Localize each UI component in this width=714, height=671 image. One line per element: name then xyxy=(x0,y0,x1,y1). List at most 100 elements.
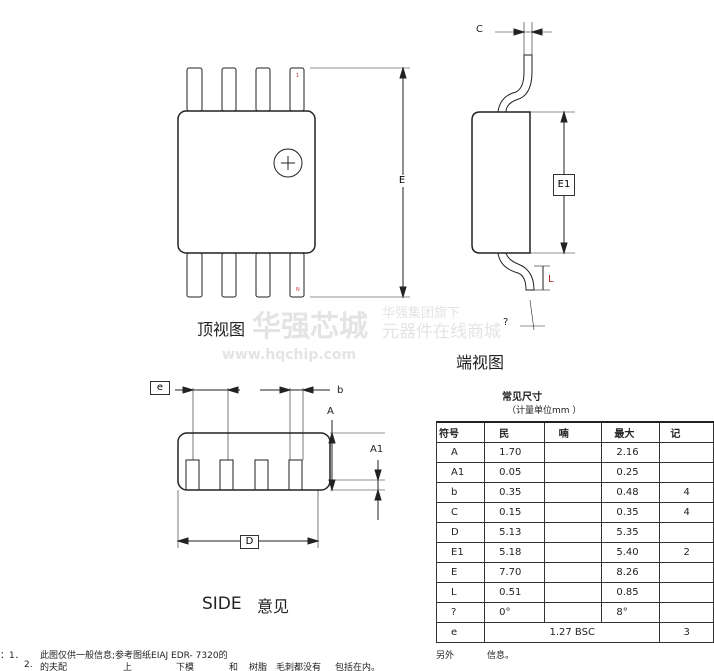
header-min: 民 xyxy=(484,421,545,443)
cell-min: 7.70 xyxy=(484,562,545,583)
cell-symbol: C xyxy=(435,502,486,523)
side-view xyxy=(175,386,385,548)
dim-b: b xyxy=(337,385,344,396)
cell-note: 3 xyxy=(659,622,714,643)
table-header-row: 符号 民 喃 最大 记 xyxy=(435,421,714,443)
watermark-brand: 华强芯城 xyxy=(252,309,369,343)
cell-note xyxy=(659,602,714,623)
top-view-label: 顶视图 xyxy=(197,320,246,339)
cell-min: 5.18 xyxy=(484,542,545,563)
cell-max: 2.16 xyxy=(601,442,661,463)
table-row: ?0° 8° xyxy=(435,602,714,623)
cell-note: 2 xyxy=(659,542,714,563)
note-2-d: 和 xyxy=(229,663,239,671)
cell-symbol: A xyxy=(435,442,486,463)
table-title: 常见尺寸 xyxy=(502,392,542,403)
cell-min: 5.13 xyxy=(484,522,545,543)
cell-min: 1.70 xyxy=(484,442,545,463)
dim-E: E xyxy=(395,175,409,187)
dim-E1: E1 xyxy=(553,174,575,196)
cell-max: 0.25 xyxy=(601,462,661,483)
cell-nom xyxy=(543,482,603,503)
dim-e: e xyxy=(150,381,170,395)
cell-note xyxy=(659,442,714,463)
dim-D: D xyxy=(240,535,259,549)
cell-max: 5.35 xyxy=(601,522,661,543)
cell-value: 1.27 BSC xyxy=(484,622,661,643)
table-footer-b: 信息。 xyxy=(487,651,515,661)
dim-C: C xyxy=(476,24,483,35)
table-subtitle: （计量单位mm ） xyxy=(507,406,582,416)
cell-note: 4 xyxy=(659,502,714,523)
header-nom: 喃 xyxy=(543,421,603,443)
cell-symbol: E xyxy=(435,562,486,583)
cell-symbol: D xyxy=(435,522,486,543)
cell-min: 0° xyxy=(484,602,545,623)
header-max: 最大 xyxy=(601,421,661,443)
pin1-marker-icon xyxy=(273,148,303,178)
note-1: 此图仅供一般信息;参考图纸EIAJ EDR- 7320的 xyxy=(40,651,228,661)
cell-note xyxy=(659,522,714,543)
cell-nom xyxy=(543,562,603,583)
cell-symbol: ? xyxy=(435,602,486,623)
cell-symbol: A1 xyxy=(435,462,486,483)
table-footer-a: 另外 xyxy=(436,651,455,661)
cell-nom xyxy=(543,442,603,463)
notes-prefix: ：1． xyxy=(0,651,24,661)
side-view-label-cn: 意见 xyxy=(257,597,290,616)
note-2-a: 的夫配 xyxy=(40,663,68,671)
cell-min: 0.05 xyxy=(484,462,545,483)
end-view-label: 端视图 xyxy=(456,353,505,372)
cell-max: 8.26 xyxy=(601,562,661,583)
cell-min: 0.15 xyxy=(484,502,545,523)
table-row-e: e 1.27 BSC 3 xyxy=(435,622,714,643)
cell-nom xyxy=(543,522,603,543)
cell-max: 0.48 xyxy=(601,482,661,503)
pinN-mark: N xyxy=(296,287,300,293)
cell-min: 0.51 xyxy=(484,582,545,603)
cell-max: 5.40 xyxy=(601,542,661,563)
pin1-mark: 1 xyxy=(296,73,300,79)
cell-max: 0.35 xyxy=(601,502,661,523)
header-symbol: 符号 xyxy=(435,421,486,443)
cell-symbol: E1 xyxy=(435,542,486,563)
cell-nom xyxy=(543,542,603,563)
top-view xyxy=(177,66,410,299)
note-2-g: 包括在内。 xyxy=(335,663,381,671)
note-2-c: 下模 xyxy=(176,663,195,671)
cell-max: 0.85 xyxy=(601,582,661,603)
watermark-url: www.hqchip.com xyxy=(222,347,357,363)
cell-note xyxy=(659,462,714,483)
note-2-b: 上 xyxy=(123,663,133,671)
cell-max: 8° xyxy=(601,602,661,623)
cell-note xyxy=(659,582,714,603)
dim-A1: A1 xyxy=(370,444,384,455)
note-2-num: 2. xyxy=(24,660,33,670)
cell-note: 4 xyxy=(659,482,714,503)
cell-nom xyxy=(543,462,603,483)
note-2-e: 树脂 xyxy=(249,663,268,671)
dim-theta: ? xyxy=(503,317,509,328)
cell-nom xyxy=(543,582,603,603)
header-note: 记 xyxy=(659,421,714,443)
cell-symbol: b xyxy=(435,482,486,503)
cell-note xyxy=(659,562,714,583)
cell-nom xyxy=(543,602,603,623)
dim-A: A xyxy=(327,406,334,417)
end-view xyxy=(471,22,575,331)
cell-symbol: e xyxy=(435,622,486,643)
watermark-line1: 华强集团旗下 xyxy=(382,306,461,321)
cell-nom xyxy=(543,502,603,523)
note-2-f: 毛刺都没有 xyxy=(276,663,322,671)
side-view-label-en: SIDE xyxy=(202,594,242,614)
